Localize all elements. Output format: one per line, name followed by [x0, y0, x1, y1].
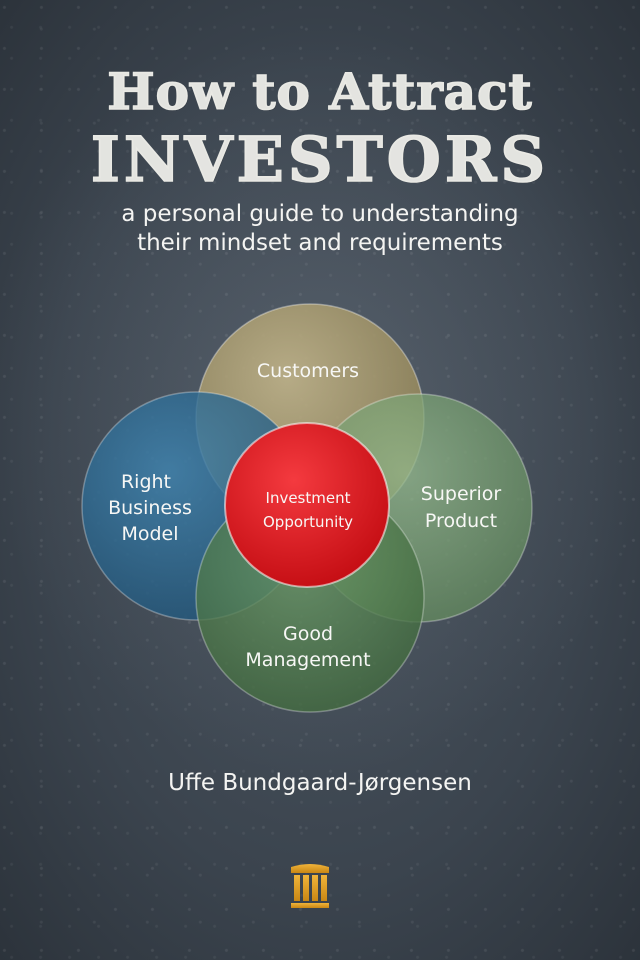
subtitle-line-2: their mindset and requirements — [137, 230, 503, 256]
business-model-label-line-3: Model — [121, 523, 178, 545]
title-line-2: INVESTORS — [90, 123, 550, 197]
investment-opportunity-circle — [224, 422, 390, 588]
superior-product-label-line-2: Product — [425, 510, 497, 532]
subtitle-line-1: a personal guide to understanding — [121, 201, 519, 227]
author-name: Uffe Bundgaard-Jørgensen — [168, 770, 472, 796]
customers-label: Customers — [257, 360, 359, 382]
column-pillar-logo-icon — [291, 864, 329, 908]
good-management-label-line-2: Management — [245, 649, 370, 671]
superior-product-label-line-1: Superior — [421, 483, 502, 505]
business-model-label-line-1: Right — [121, 471, 171, 493]
business-model-label-line-2: Business — [108, 497, 192, 519]
investment-opportunity-label-line-1: Investment — [266, 489, 351, 507]
good-management-label-line-1: Good — [283, 623, 333, 645]
title-line-1: How to Attract — [107, 61, 533, 122]
subtitle: a personal guide to understanding their … — [0, 200, 640, 258]
investment-opportunity-label-line-2: Opportunity — [263, 513, 353, 531]
